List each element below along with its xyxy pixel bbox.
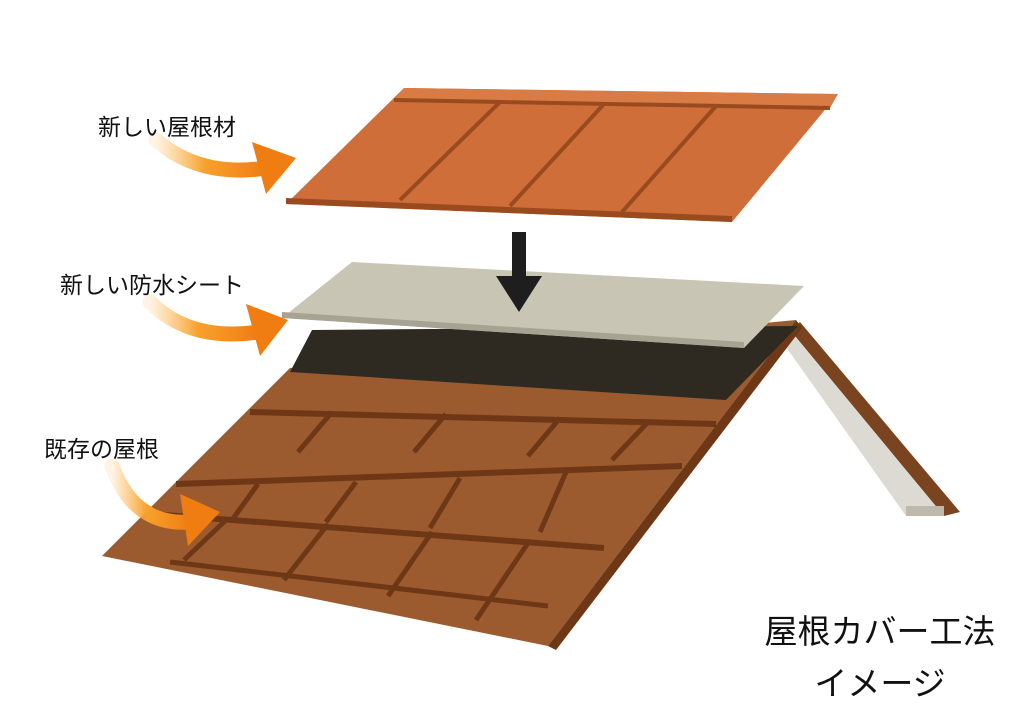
label-new-roofing: 新しい屋根材 [98, 115, 236, 141]
existing-roof-gable [781, 322, 960, 516]
waterproof-sheet [282, 262, 804, 348]
existing-roof [102, 320, 802, 650]
curved-orange-arrow-icon [148, 132, 296, 194]
underlay-layer [290, 326, 798, 400]
curved-orange-arrow-icon [104, 458, 220, 546]
diagram-caption: 屋根カバー工法 イメージ [740, 606, 1020, 710]
down-arrow-icon [496, 232, 542, 312]
new-roofing-panel [286, 88, 838, 222]
label-existing-roof: 既存の屋根 [44, 437, 159, 463]
label-new-waterproof-sheet: 新しい防水シート [60, 273, 244, 299]
curved-orange-arrow-icon [142, 294, 288, 356]
caption-line-1: 屋根カバー工法 [764, 612, 996, 651]
caption-line-2: イメージ [814, 664, 946, 703]
